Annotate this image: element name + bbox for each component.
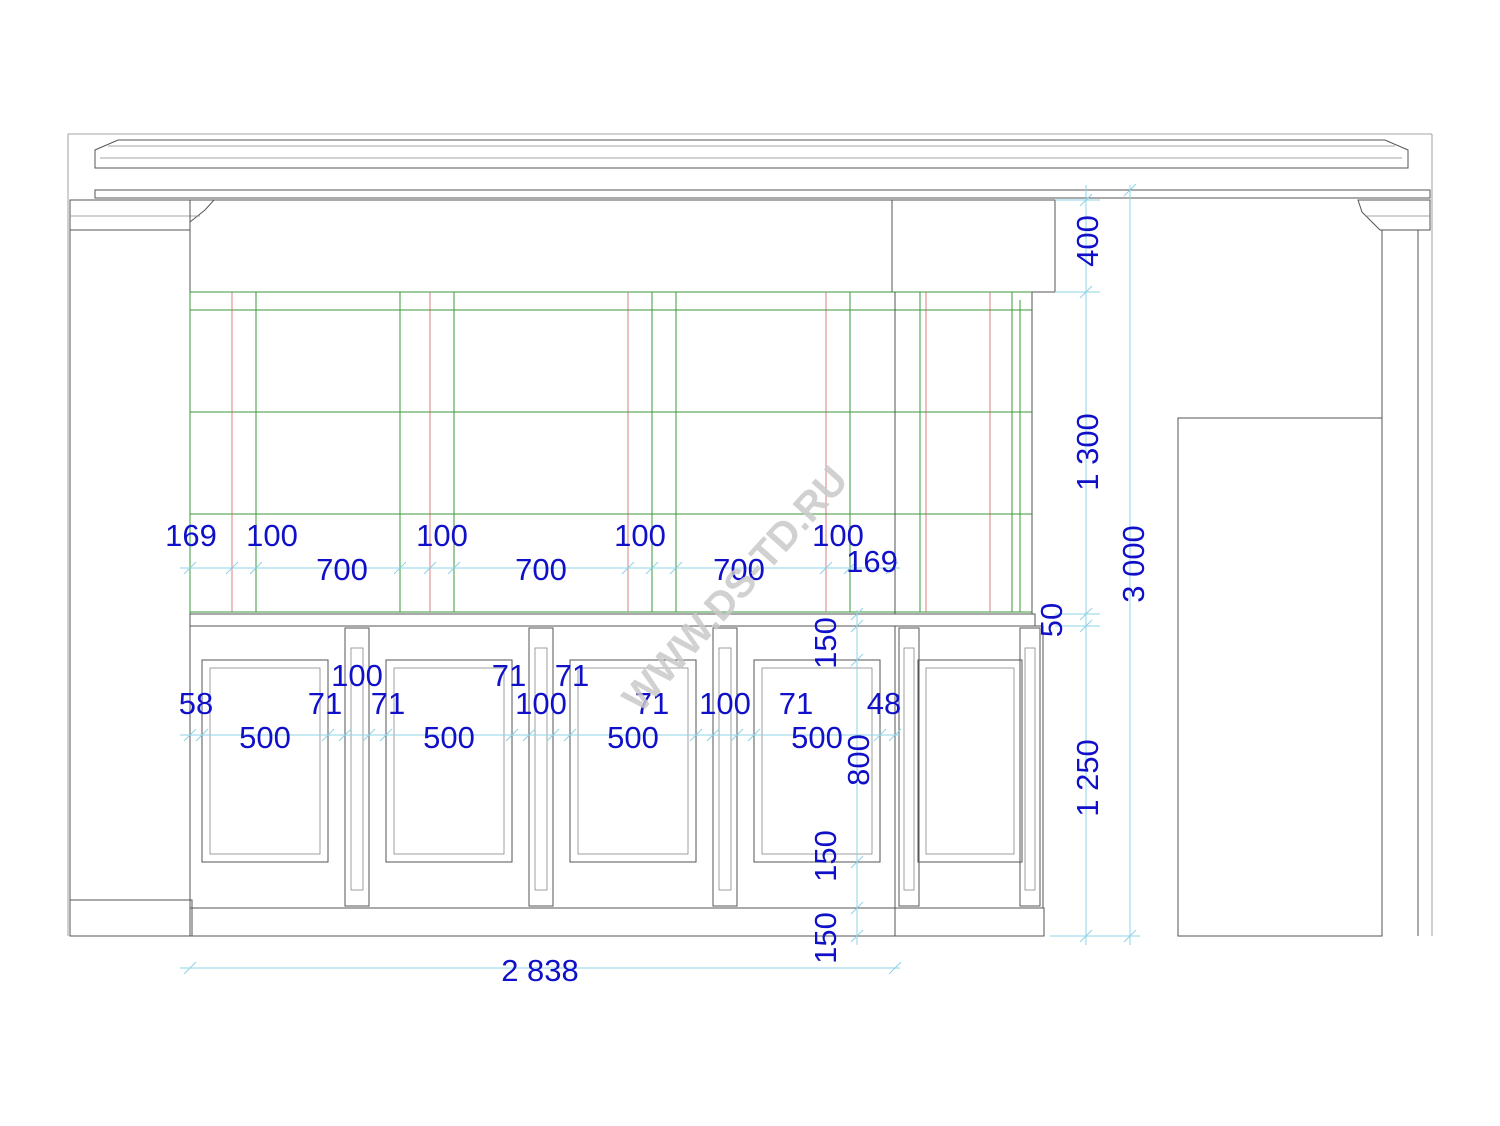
dimension-tick [379,728,393,742]
dimension-tick [645,561,659,575]
dim-lower-height-150-mid: 150 [808,830,843,882]
dim-lower-500-4: 500 [791,720,843,755]
dim-upper-100-4: 100 [812,518,864,553]
dimension-tick [885,561,899,575]
dim-lower-100-3: 100 [699,686,751,721]
dimension-tick [850,901,864,915]
dimension-tick [1123,929,1137,943]
dimension-tick [183,728,197,742]
dim-right-400: 400 [1070,215,1105,267]
dim-upper-100-3: 100 [614,518,666,553]
dimension-tick [1079,929,1093,943]
dim-upper-169-right: 169 [846,544,898,579]
dimension-tick [195,728,209,742]
dim-total-height: 3 000 [1116,525,1151,603]
dimension-tick [888,961,902,975]
dimension-tick [505,728,519,742]
dimension-tick [1079,285,1093,299]
dim-lower-100-2: 100 [515,686,567,721]
dimension-tick [1079,193,1093,207]
dimension-tick [843,561,857,575]
dimension-tick [850,653,864,667]
frieze-panel [189,199,1056,293]
watermark-text: WWW.DS-TD.RU [614,458,856,720]
dimension-tick [1079,607,1093,621]
dimension-tick [447,561,461,575]
dim-lower-71-4: 71 [555,658,589,693]
dim-upper-700-3: 700 [713,552,765,587]
dimension-tick [546,728,560,742]
dim-right-1250: 1 250 [1070,739,1105,817]
dim-lower-71-2: 71 [371,686,405,721]
dim-lower-71-5: 71 [635,686,669,721]
right-pilaster [1357,199,1431,936]
ceiling-cornice [67,133,1433,936]
door-opening [1177,417,1383,937]
dimension-tick [747,728,761,742]
dim-lower-71-6: 71 [779,686,813,721]
dimension-tick [850,929,864,943]
dim-upper-100-2: 100 [416,518,468,553]
dimension-tick [850,619,864,633]
dim-lower-height-800: 800 [841,734,876,786]
dimension-lines [180,183,1140,975]
lower-cabinet [189,625,1045,937]
dim-lower-58: 58 [179,686,213,721]
dimension-tick [706,728,720,742]
dim-upper-100-1: 100 [246,518,298,553]
dimension-tick [1123,183,1137,197]
upper-shelving [189,291,1033,615]
dimension-tick [183,561,197,575]
dimension-tick [621,561,635,575]
dim-upper-700-1: 700 [316,552,368,587]
dimension-tick [225,561,239,575]
dimension-tick [338,728,352,742]
dim-lower-71-3: 71 [492,658,526,693]
dimension-tick [730,728,744,742]
dimension-tick [873,728,887,742]
dimension-tick [819,561,833,575]
dimension-tick [888,728,902,742]
dim-lower-height-150-top: 150 [808,617,843,669]
dimension-tick [249,561,263,575]
counter-top [189,613,1036,627]
dimension-tick [183,961,197,975]
dimension-tick [563,728,577,742]
dim-right-1300: 1 300 [1070,413,1105,491]
dim-lower-500-3: 500 [607,720,659,755]
dim-lower-48: 48 [867,686,901,721]
dim-lower-71-1: 71 [308,686,342,721]
dim-lower-500-1: 500 [239,720,291,755]
dimension-tick [362,728,376,742]
dim-lower-height-150-plinth: 150 [808,912,843,964]
dimension-tick [321,728,335,742]
dim-lower-100-1: 100 [331,658,383,693]
dimension-tick [669,561,683,575]
dimension-tick [1079,619,1093,633]
dimension-tick [689,728,703,742]
dim-right-50: 50 [1034,603,1069,637]
dimension-tick [393,561,407,575]
dim-lower-500-2: 500 [423,720,475,755]
dimension-tick [850,855,864,869]
dimension-tick [522,728,536,742]
dim-upper-700-2: 700 [515,552,567,587]
dimension-tick [850,607,864,621]
dimension-tick [423,561,437,575]
dim-total-width: 2 838 [501,953,579,988]
dim-upper-169-left: 169 [165,518,217,553]
